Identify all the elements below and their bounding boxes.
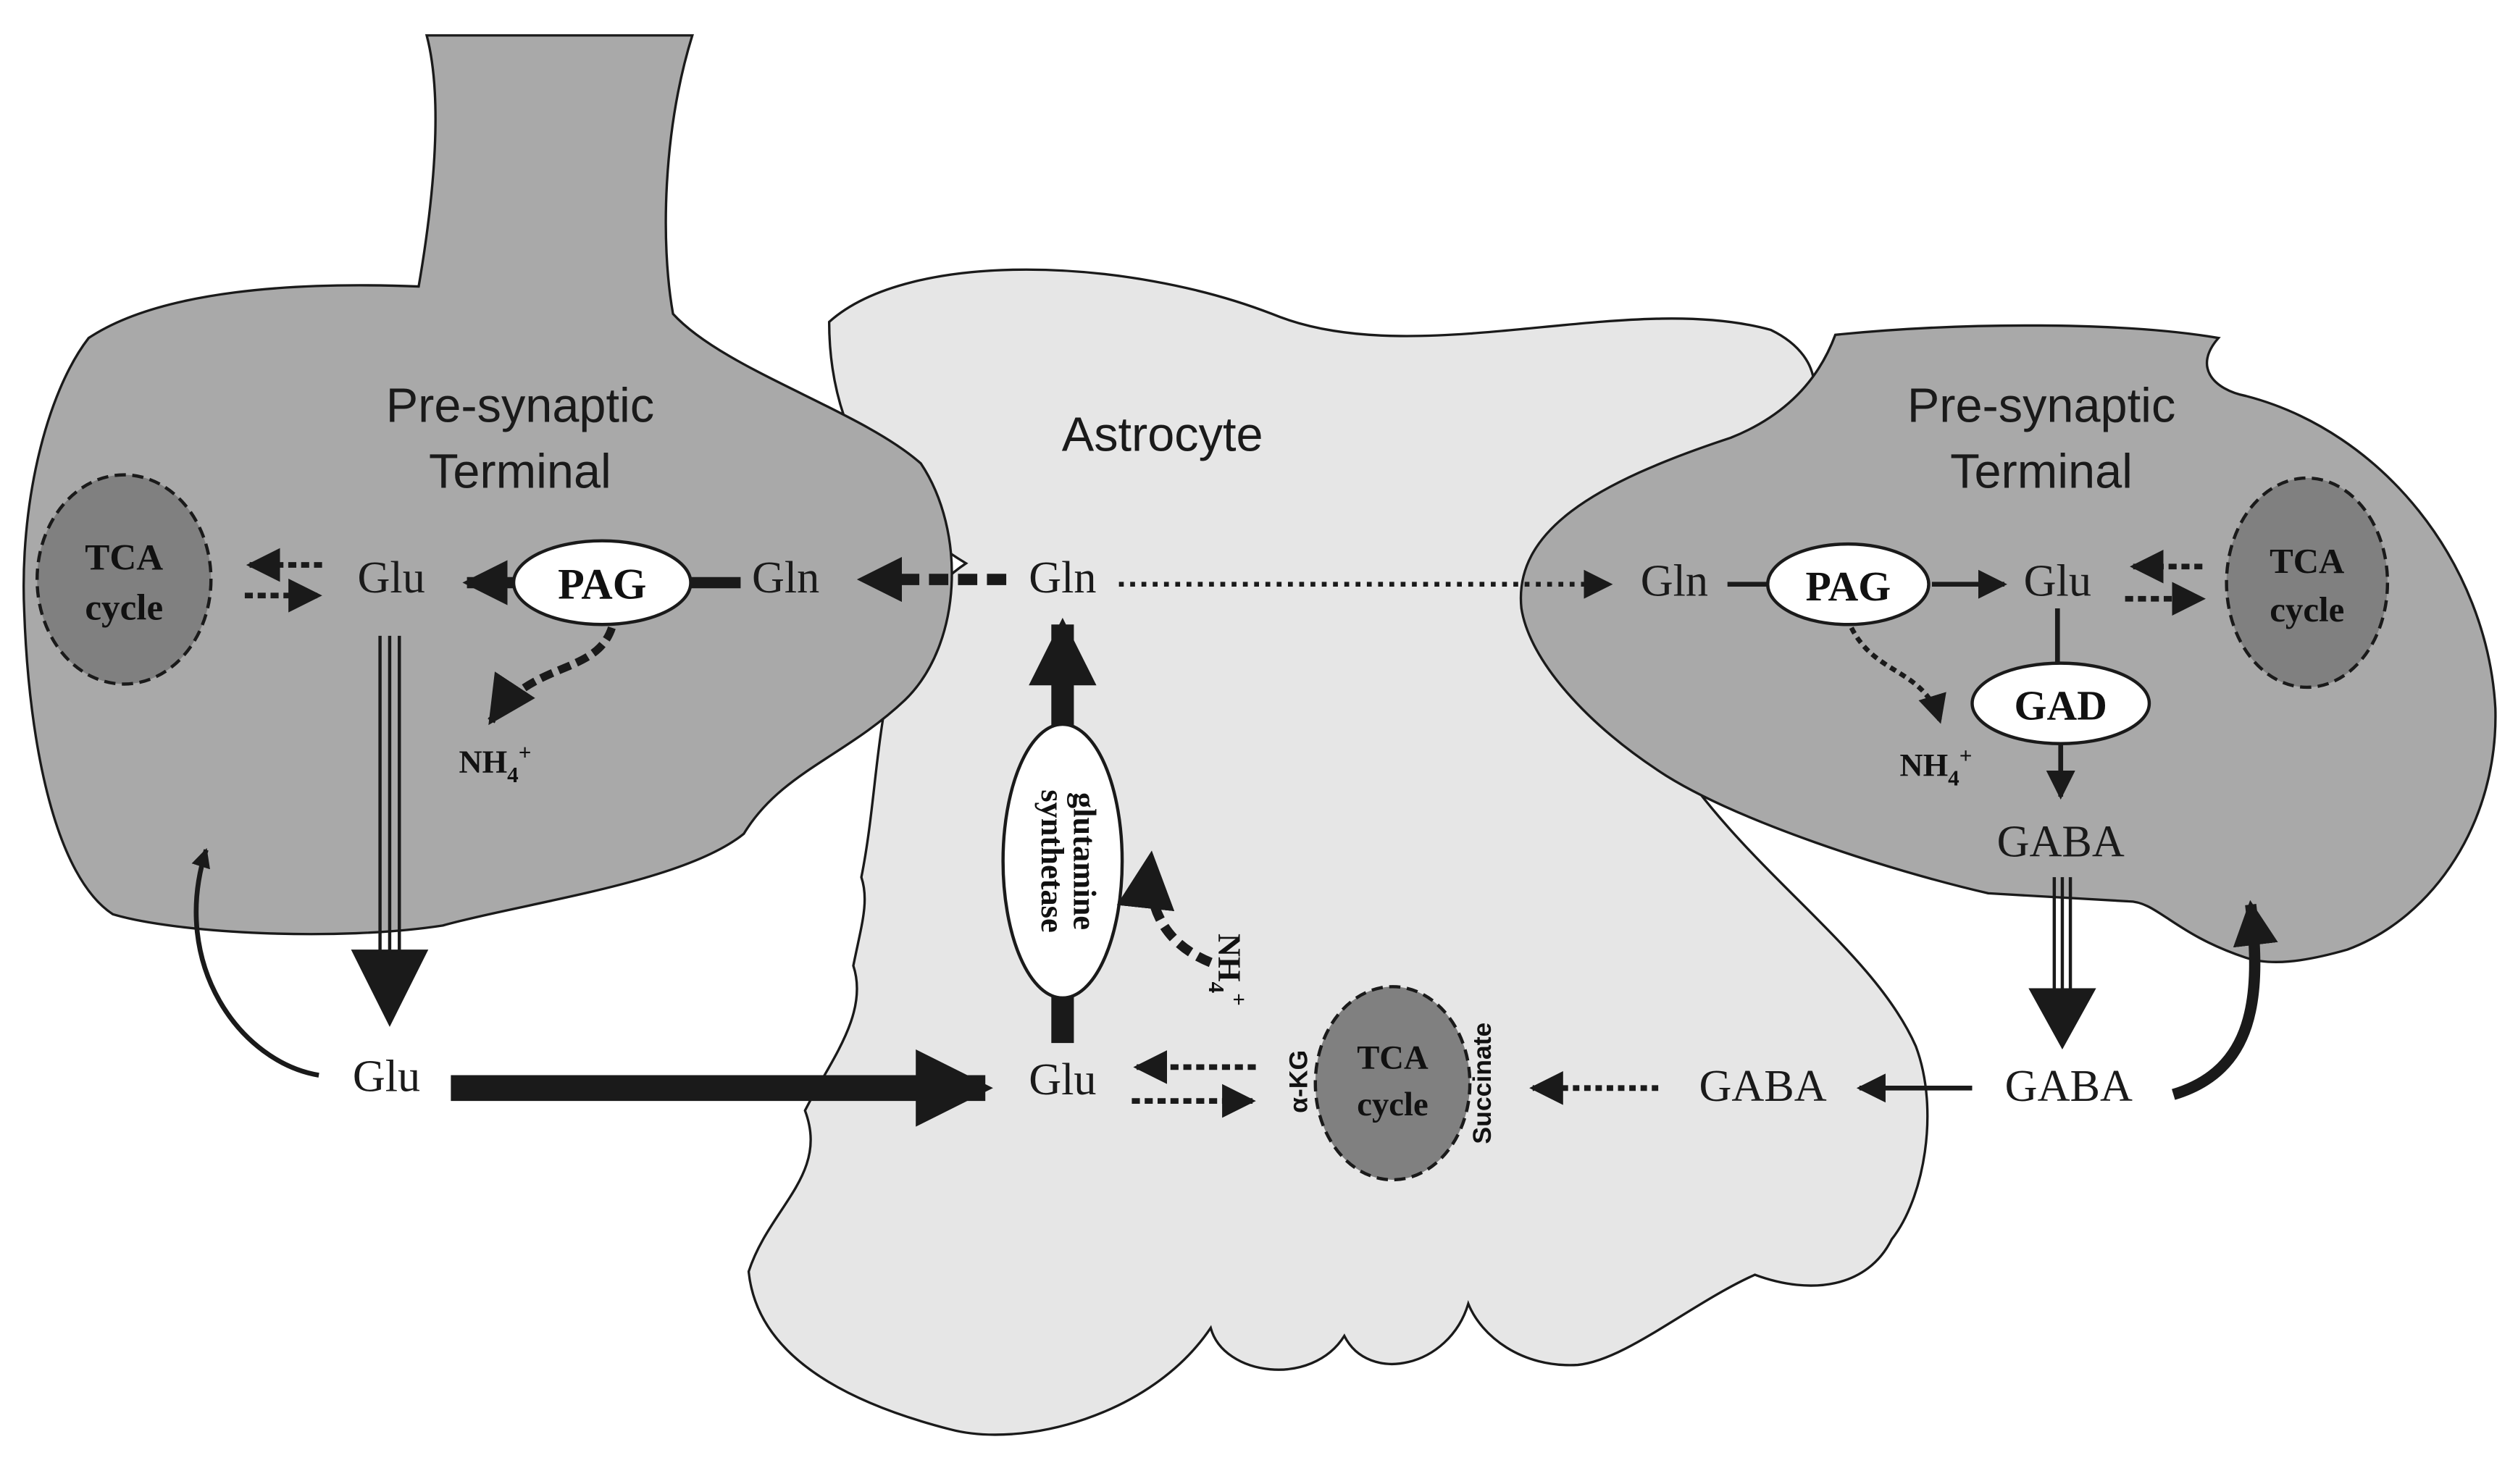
right-nh4-label: NH4+ bbox=[1899, 742, 1972, 790]
right-tca-label-line2: cycle bbox=[2270, 590, 2344, 629]
right-terminal-title-line2: Terminal bbox=[1950, 445, 2133, 498]
right-pag-label: PAG bbox=[1806, 564, 1891, 610]
left-terminal-title-line2: Terminal bbox=[429, 445, 611, 498]
left-tca-label-line1: TCA bbox=[85, 537, 163, 579]
astrocyte-title: Astrocyte bbox=[1062, 408, 1263, 461]
right-gln-label: Gln bbox=[1641, 556, 1708, 605]
astro-nh4-label: NH4+ bbox=[1204, 934, 1252, 1006]
astrocyte-cell bbox=[747, 268, 1929, 1436]
left-pag-label: PAG bbox=[558, 561, 646, 608]
left-gln-label: Gln bbox=[752, 553, 819, 603]
astro-gaba-label: GABA bbox=[1699, 1062, 1826, 1111]
gad-label: GAD bbox=[2015, 683, 2107, 729]
left-tca-cycle: TCA cycle bbox=[35, 473, 213, 686]
astrocyte-tca-cycle: TCA cycle bbox=[1313, 985, 1472, 1182]
right-gaba-release-arrow bbox=[2028, 877, 2096, 1049]
succinate-label: Succinate bbox=[1468, 1023, 1497, 1144]
left-glu-release-arrow bbox=[351, 635, 429, 1027]
left-glu-reuptake-arrow bbox=[191, 847, 319, 1078]
left-glu-label: Glu bbox=[357, 553, 424, 603]
left-nh4-label: NH4+ bbox=[459, 739, 531, 787]
astro-gln-label: Gln bbox=[1029, 553, 1096, 603]
right-tca-cycle: TCA cycle bbox=[2225, 476, 2390, 689]
glutamine-synthetase-enzyme: glutamine synthetase bbox=[1001, 722, 1124, 1000]
gad-enzyme bbox=[1970, 661, 2151, 745]
gs-label-line2: synthetase bbox=[1034, 789, 1071, 933]
left-pag-enzyme bbox=[511, 539, 693, 626]
right-glu-label: Glu bbox=[2024, 556, 2091, 605]
astro-ammonia-to-gs-arrow bbox=[1116, 850, 1213, 968]
right-pag-ammonia-arrow bbox=[1849, 626, 1946, 724]
left-cleft-glu-label: Glu bbox=[353, 1052, 420, 1102]
left-presynaptic-terminal bbox=[22, 34, 953, 936]
left-terminal-title-line1: Pre-synaptic bbox=[386, 379, 654, 432]
right-cleft-gaba-label: GABA bbox=[2005, 1062, 2133, 1111]
astro-glu-label: Glu bbox=[1029, 1055, 1096, 1104]
right-gaba-label: GABA bbox=[1997, 817, 2125, 866]
right-tca-label-line1: TCA bbox=[2270, 541, 2344, 581]
left-tca-label-line2: cycle bbox=[85, 587, 163, 629]
alpha-kg-label: α-KG bbox=[1284, 1050, 1313, 1113]
astro-tca-label-line2: cycle bbox=[1357, 1086, 1428, 1123]
left-pag-ammonia-arrow bbox=[488, 626, 616, 726]
astro-tca-label-line1: TCA bbox=[1357, 1039, 1429, 1077]
right-terminal-title-line1: Pre-synaptic bbox=[1907, 379, 2175, 432]
gs-label-line1: glutamine bbox=[1066, 792, 1103, 930]
right-gaba-reuptake-arrow bbox=[2172, 900, 2278, 1100]
right-pag-enzyme bbox=[1766, 542, 1931, 626]
